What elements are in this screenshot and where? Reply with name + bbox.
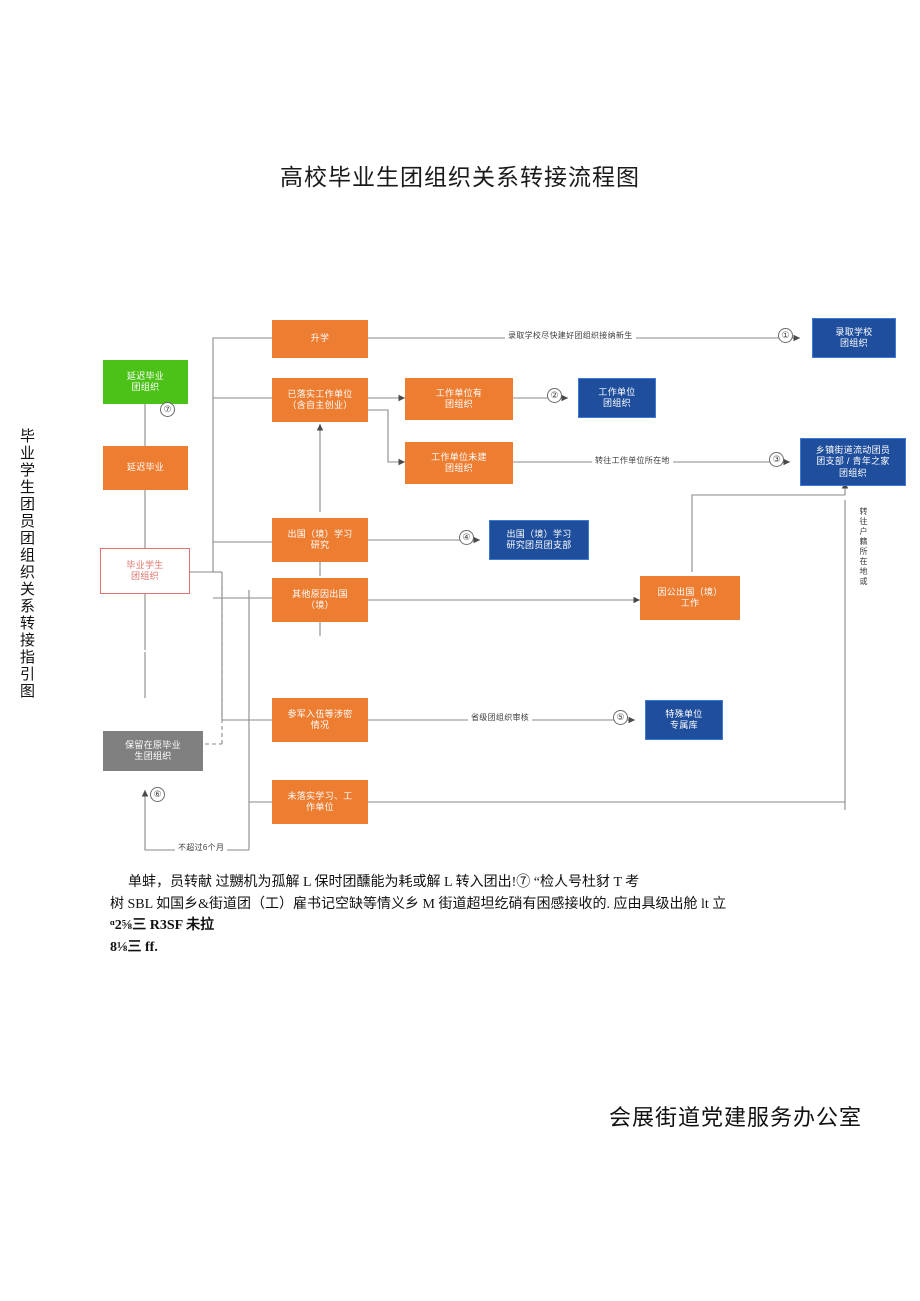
marker-1: ① (778, 328, 793, 343)
node-label: 参军入伍等涉密 情况 (287, 708, 353, 730)
node-qita-yuanyin-chuguo: 其他原因出国 （境） (272, 578, 368, 622)
node-label: 升学 (310, 333, 330, 344)
edge-label-zhuanwang-huji: 转往户籍所在地或 (858, 505, 869, 589)
node-chuguo-xuexi-yanjiu: 出国（境）学习 研究 (272, 518, 368, 562)
footnote-line-1: 单蚌，员转献 过嬲机为孤解 L 保时团醺能为耗或解 L 转入团出!⑦ “检人号杜… (128, 875, 640, 890)
marker-4: ④ (459, 530, 474, 545)
node-label: 延迟毕业 (126, 462, 165, 473)
footnote-line-4: 8⅛三 ff. (110, 940, 158, 956)
side-caption: 毕业学生团员团组织关系转接指引图 (18, 428, 34, 700)
node-label: 未落实学习、工 作单位 (287, 790, 353, 812)
page-title: 高校毕业生团组织关系转接流程图 (280, 165, 640, 190)
node-label: 乡镇街道流动团员 团支部 / 青年之家 团组织 (815, 445, 891, 478)
node-danwei-wei-jian-tuanzuzhi: 工作单位未建 团组织 (405, 442, 513, 484)
node-gongzuo-danwei-tuanzuzhi: 工作单位 团组织 (578, 378, 656, 418)
node-label: 出国（境）学习 研究 (287, 528, 353, 550)
node-xiangzhen-jiedao-tuanzhibu: 乡镇街道流动团员 团支部 / 青年之家 团组织 (800, 438, 906, 486)
node-yanchi-biye-tuanzuzhi: 延迟毕业 团组织 (103, 360, 188, 404)
node-label: 已落实工作单位 （含自主创业） (287, 388, 353, 410)
node-biye-xuesheng-tuanzuzhi: 毕业学生 团组织 (100, 548, 190, 594)
node-label: 录取学校 团组织 (835, 326, 873, 348)
node-label: 工作单位有 团组织 (435, 387, 483, 409)
footnote-line-2: 树 SBL 如国乡&街道团（工）雇书记空缺等情义乡 M 街道超坦纥硝有困感接收的… (110, 896, 727, 912)
node-yiluoshi-gongzuo-danwei: 已落实工作单位 （含自主创业） (272, 378, 368, 422)
footnotes: 单蚌，员转献 过嬲机为孤解 L 保时团醺能为耗或解 L 转入团出!⑦ “检人号杜… (110, 872, 910, 959)
marker-2: ② (547, 388, 562, 403)
marker-7: ⑦ (160, 402, 175, 417)
node-label: 毕业学生 团组织 (126, 559, 164, 581)
node-canjun-rushe: 参军入伍等涉密 情况 (272, 698, 368, 742)
edge-label-luqu-xuexiao: 录取学校尽快建好团组织接纳新生 (505, 330, 636, 341)
node-label: 延迟毕业 团组织 (126, 370, 165, 392)
node-label: 出国（境）学习 研究团员团支部 (506, 528, 572, 550)
node-label: 工作单位 团组织 (598, 386, 636, 408)
node-label: 其他原因出国 （境） (292, 588, 348, 610)
marker-3: ③ (769, 452, 784, 467)
node-luqu-xuexiao-tuanzuzhi: 录取学校 团组织 (812, 318, 896, 358)
node-chuguo-tuanyuan-tuanzhibu: 出国（境）学习 研究团员团支部 (489, 520, 589, 560)
node-yingong-chuguo-gongzuo: 因公出国（境） 工作 (640, 576, 740, 620)
node-weiluoshi-xuexi-gongzuo: 未落实学习、工 作单位 (272, 780, 368, 824)
node-shengxue: 升学 (272, 320, 368, 358)
flowchart-diagram: 延迟毕业 团组织 ⑦ 延迟毕业 毕业学生 团组织 保留在原毕业 生团组织 ⑥ 升… (0, 250, 920, 860)
node-label: 因公出国（境） 工作 (657, 586, 723, 608)
marker-6: ⑥ (150, 787, 165, 802)
node-teshu-danwei-zhuanshuku: 特殊单位 专属库 (645, 700, 723, 740)
node-yanchi-biye: 延迟毕业 (103, 446, 188, 490)
node-danwei-you-tuanzuzhi: 工作单位有 团组织 (405, 378, 513, 420)
edge-label-zhuanwang-danwei: 转往工作单位所在地 (592, 455, 673, 466)
edge-label-shengji-shenhe: 省级团组织审核 (468, 712, 533, 723)
node-baoliu-yuan-tuanzuzhi: 保留在原毕业 生团组织 (103, 731, 203, 771)
node-label: 工作单位未建 团组织 (431, 451, 487, 473)
edge-label-bu-chaoguo-6-ge-yue: 不超过6个月 (175, 842, 228, 853)
node-label: 保留在原毕业 生团组织 (125, 739, 181, 761)
node-label: 特殊单位 专属库 (665, 708, 703, 730)
footnote-line-3: ᵅ2⅝三 R3SF 未拉 (110, 918, 215, 934)
marker-5: ⑤ (613, 710, 628, 725)
signature: 会展街道党建服务办公室 (608, 1105, 862, 1130)
